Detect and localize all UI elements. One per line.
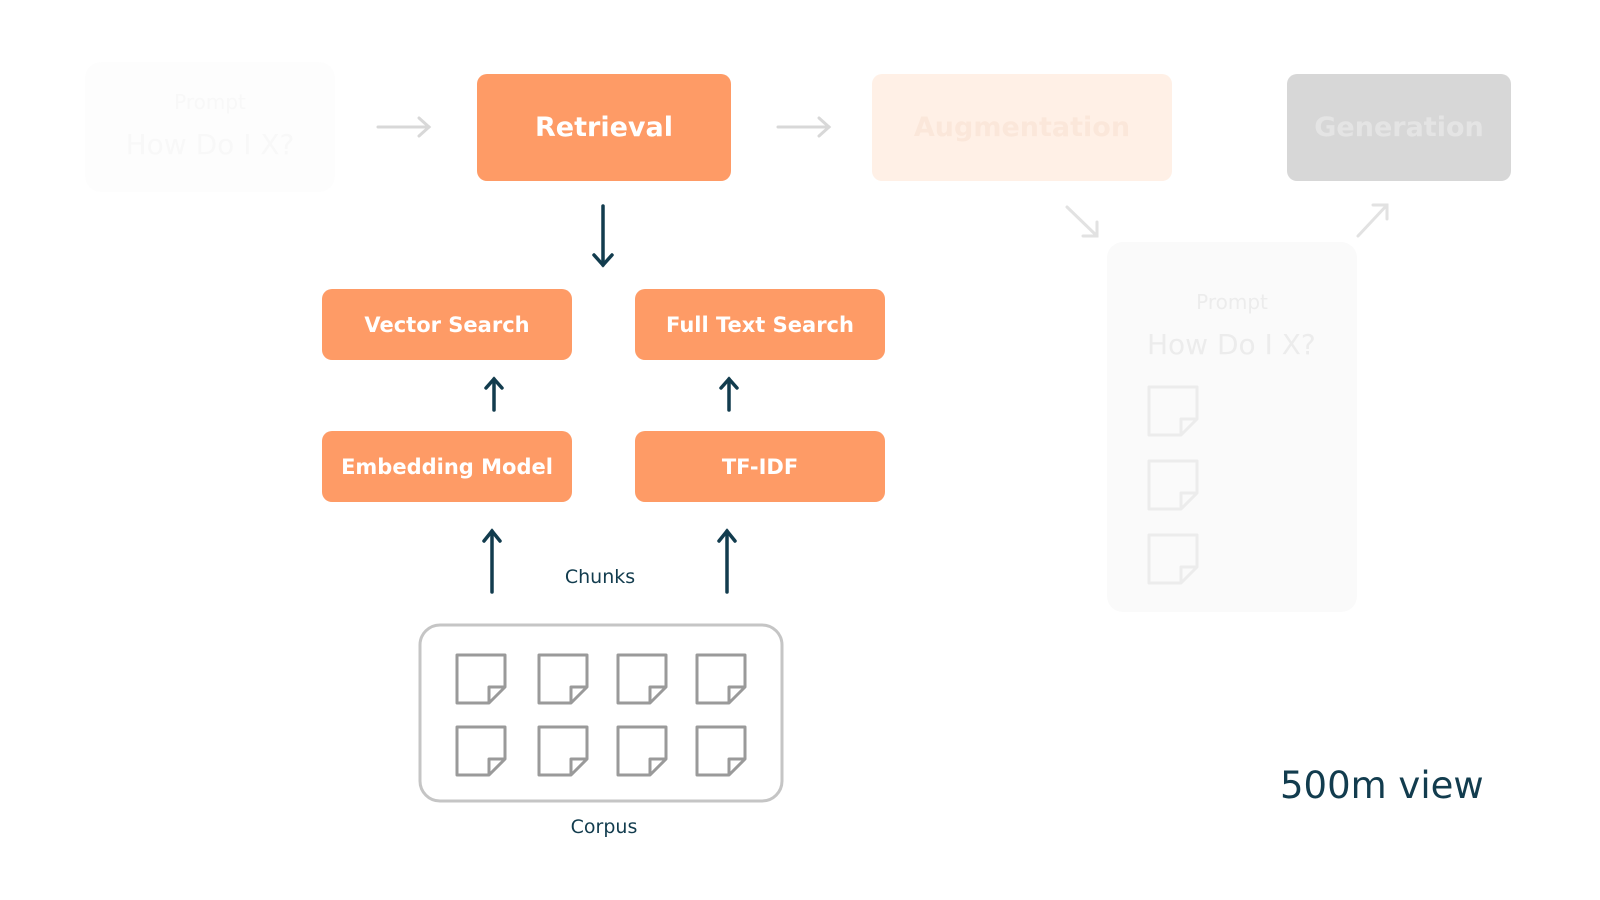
arrow-up-right-icon <box>1356 203 1389 238</box>
document-icon <box>1147 459 1199 511</box>
generation-box[interactable]: Generation <box>1287 74 1511 181</box>
full-text-search-label: Full Text Search <box>666 312 854 337</box>
augmentation-label: Augmentation <box>913 112 1131 143</box>
document-icon <box>537 653 589 705</box>
view-label: 500m view <box>1280 764 1484 807</box>
vector-search-label: Vector Search <box>364 312 530 337</box>
document-icon <box>616 653 668 705</box>
retrieval-label: Retrieval <box>535 112 673 143</box>
embedding-model-label: Embedding Model <box>341 454 553 479</box>
full-text-search-box[interactable]: Full Text Search <box>635 289 885 360</box>
document-icon <box>455 725 507 777</box>
arrow-up-icon <box>482 528 502 594</box>
corpus-label: Corpus <box>570 816 638 838</box>
document-icon <box>455 653 507 705</box>
augmented-prompt-question: How Do I X? <box>1147 328 1316 361</box>
arrow-right-icon <box>376 116 432 138</box>
document-icon <box>537 725 589 777</box>
document-icon <box>695 653 747 705</box>
document-icon <box>1147 533 1199 585</box>
arrow-down-icon <box>592 204 614 268</box>
chunks-label: Chunks <box>564 566 636 588</box>
vector-search-box[interactable]: Vector Search <box>322 289 572 360</box>
corpus-container <box>418 623 784 803</box>
arrow-down-right-icon <box>1065 205 1099 238</box>
prompt-box: Prompt How Do I X? <box>85 62 335 192</box>
generation-label: Generation <box>1314 112 1484 143</box>
prompt-title: Prompt <box>174 90 246 114</box>
arrow-up-icon <box>484 376 504 412</box>
tfidf-label: TF-IDF <box>721 454 799 479</box>
retrieval-box[interactable]: Retrieval <box>477 74 731 181</box>
document-icon <box>695 725 747 777</box>
document-icon <box>1147 385 1199 437</box>
augmented-prompt-title: Prompt <box>1196 290 1268 314</box>
document-icon <box>616 725 668 777</box>
arrow-right-icon <box>776 116 832 138</box>
augmentation-box[interactable]: Augmentation <box>872 74 1172 181</box>
prompt-question: How Do I X? <box>125 128 295 161</box>
arrow-up-icon <box>717 528 737 594</box>
arrow-up-icon <box>719 376 739 412</box>
embedding-model-box[interactable]: Embedding Model <box>322 431 572 502</box>
tfidf-box[interactable]: TF-IDF <box>635 431 885 502</box>
